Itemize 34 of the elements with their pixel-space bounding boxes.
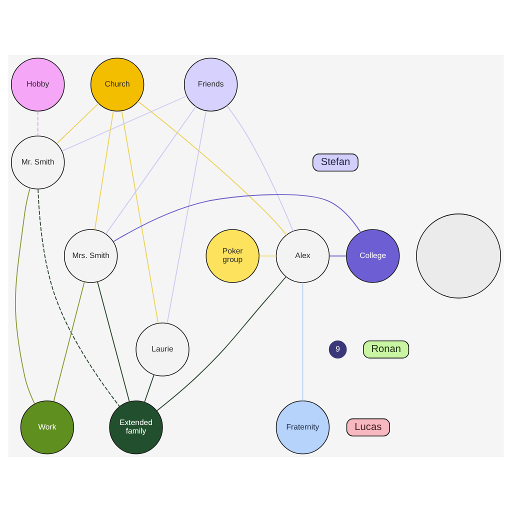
connector — [112, 194, 362, 242]
node-circle: Alex — [276, 229, 330, 283]
connector — [302, 282, 304, 402]
connector — [166, 110, 207, 324]
connector — [37, 110, 38, 136]
node-box: Ronan — [363, 340, 410, 358]
node-circle: Poker group — [206, 229, 260, 283]
node-circle — [416, 214, 502, 298]
connector — [105, 106, 196, 235]
node-circle: 9 — [328, 340, 347, 358]
connector — [56, 103, 99, 144]
node-circle: Church — [90, 58, 144, 112]
node-circle: College — [346, 229, 400, 283]
node-circle: Fraternity — [276, 400, 330, 454]
connector — [144, 374, 155, 403]
node-circle: Mrs. Smith — [64, 229, 118, 283]
connector — [156, 276, 287, 412]
connector — [53, 281, 85, 402]
connector — [137, 100, 288, 236]
node-circle: Work — [20, 400, 74, 454]
node-circle: Friends — [184, 58, 238, 112]
connector — [62, 96, 188, 152]
node-circle: Mr. Smith — [10, 136, 65, 190]
connector — [226, 105, 294, 232]
node-box: Lucas — [346, 418, 390, 436]
connector — [94, 110, 114, 230]
node-circle: Laurie — [136, 322, 190, 376]
connector — [14, 188, 36, 404]
connector — [97, 281, 130, 402]
connector — [121, 110, 159, 324]
node-box: Stefan — [312, 154, 358, 172]
node-circle: Hobby — [10, 58, 65, 112]
connector — [38, 188, 120, 407]
node-circle: Extended family — [109, 400, 163, 454]
